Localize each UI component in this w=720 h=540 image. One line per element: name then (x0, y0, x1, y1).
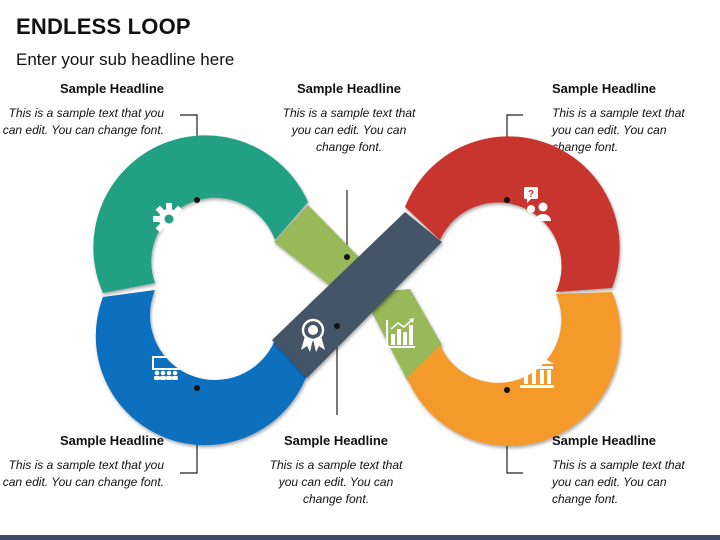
question-people-icon: ? (524, 187, 551, 222)
block-headline: Sample Headline (296, 81, 402, 96)
navy-band (272, 212, 442, 378)
block-text: This is a sample text that you can edit.… (269, 458, 403, 506)
green-band (362, 289, 442, 380)
conference-icon (152, 356, 180, 380)
block-headline: Sample Headline (59, 433, 164, 448)
block-text: This is a sample text that you can edit.… (2, 458, 164, 489)
red-segment (405, 136, 620, 292)
block-text: This is a sample text that you can edit.… (2, 106, 164, 137)
page-title: ENDLESS LOOP (16, 14, 191, 39)
block-headline: Sample Headline (552, 433, 657, 448)
text-block-bottom-center: Sample Headline This is a sample text th… (251, 433, 421, 508)
text-block-top-center: Sample Headline This is a sample text th… (264, 81, 434, 156)
bank-icon (520, 354, 554, 388)
orange-segment (407, 292, 621, 447)
page-subtitle: Enter your sub headline here (16, 50, 235, 69)
svg-text:?: ? (528, 189, 534, 200)
text-block-bottom-left: Sample Headline This is a sample text th… (0, 433, 164, 491)
footer-bar (0, 535, 720, 540)
text-block-top-right: Sample Headline This is a sample text th… (552, 81, 720, 156)
block-headline: Sample Headline (59, 81, 164, 96)
block-headline: Sample Headline (283, 433, 389, 448)
block-headline: Sample Headline (552, 81, 657, 96)
text-block-top-left: Sample Headline This is a sample text th… (0, 81, 164, 139)
green-band-upper (274, 205, 362, 292)
gear-icon (153, 203, 185, 235)
teal-segment (93, 135, 308, 293)
bar-chart-icon (386, 318, 415, 348)
blue-segment (95, 290, 307, 446)
block-text: This is a sample text that you can edit.… (552, 458, 685, 506)
text-block-bottom-right: Sample Headline This is a sample text th… (552, 433, 720, 508)
block-text: This is a sample text that you can edit.… (552, 106, 685, 154)
award-ribbon-icon (301, 318, 325, 352)
block-text: This is a sample text that you can edit.… (282, 106, 416, 154)
connector-dots (194, 197, 510, 393)
